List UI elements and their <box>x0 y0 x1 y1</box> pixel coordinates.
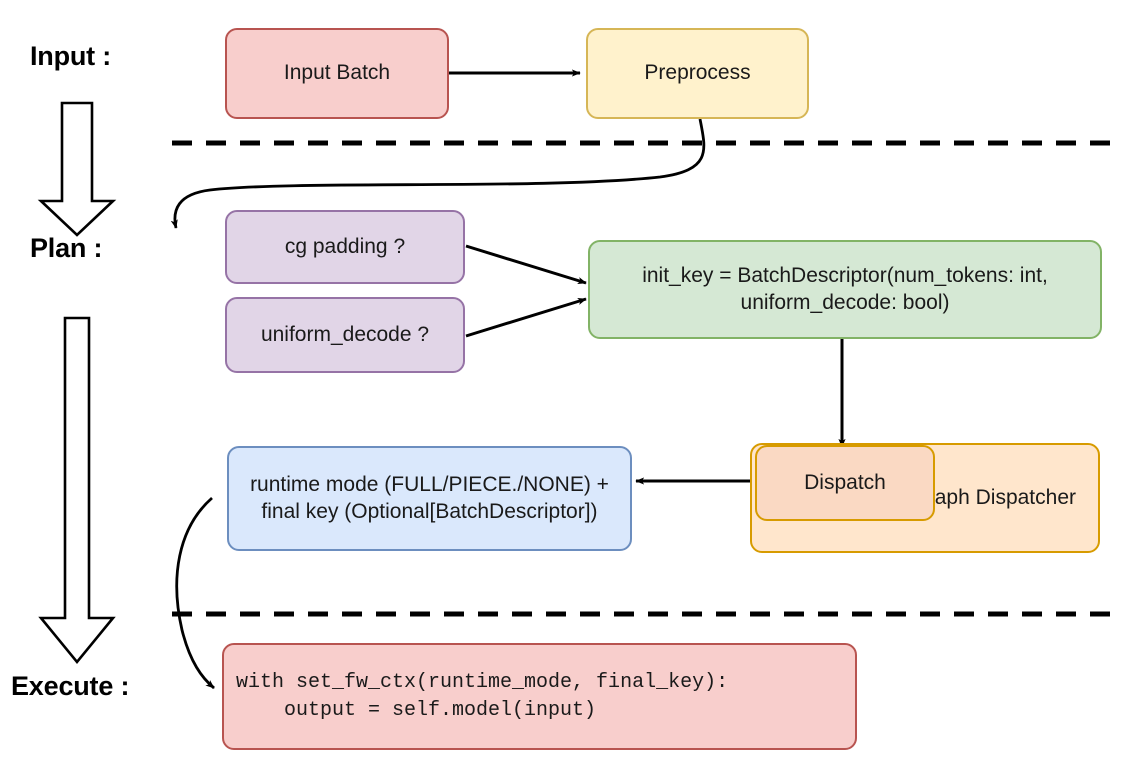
stage-label-input: Input : <box>30 41 112 71</box>
node-input-batch[interactable]: Input Batch <box>225 28 449 119</box>
node-preprocess[interactable]: Preprocess <box>586 28 809 119</box>
stage-label-execute: Execute : <box>11 671 130 701</box>
flow-arrow-input-to-plan <box>37 101 117 237</box>
edge-cg-padding-to-init-key <box>465 244 587 285</box>
node-runtime-mode[interactable]: runtime mode (FULL/PIECE./NONE) + final … <box>227 446 632 551</box>
node-init-key[interactable]: init_key = BatchDescriptor(num_tokens: i… <box>588 240 1102 339</box>
node-execute-code[interactable]: with set_fw_ctx(runtime_mode, final_key)… <box>222 643 857 750</box>
flow-arrow-plan-to-execute <box>38 316 116 665</box>
edge-uniform-decode-to-init-key <box>465 297 587 338</box>
node-uniform-decode[interactable]: uniform_decode ? <box>225 297 465 373</box>
edge-runtime-mode-to-exec-code <box>175 496 215 690</box>
stage-label-plan: Plan : <box>30 233 103 263</box>
node-dispatch[interactable]: Dispatch <box>755 445 935 521</box>
node-cg-padding[interactable]: cg padding ? <box>225 210 465 284</box>
